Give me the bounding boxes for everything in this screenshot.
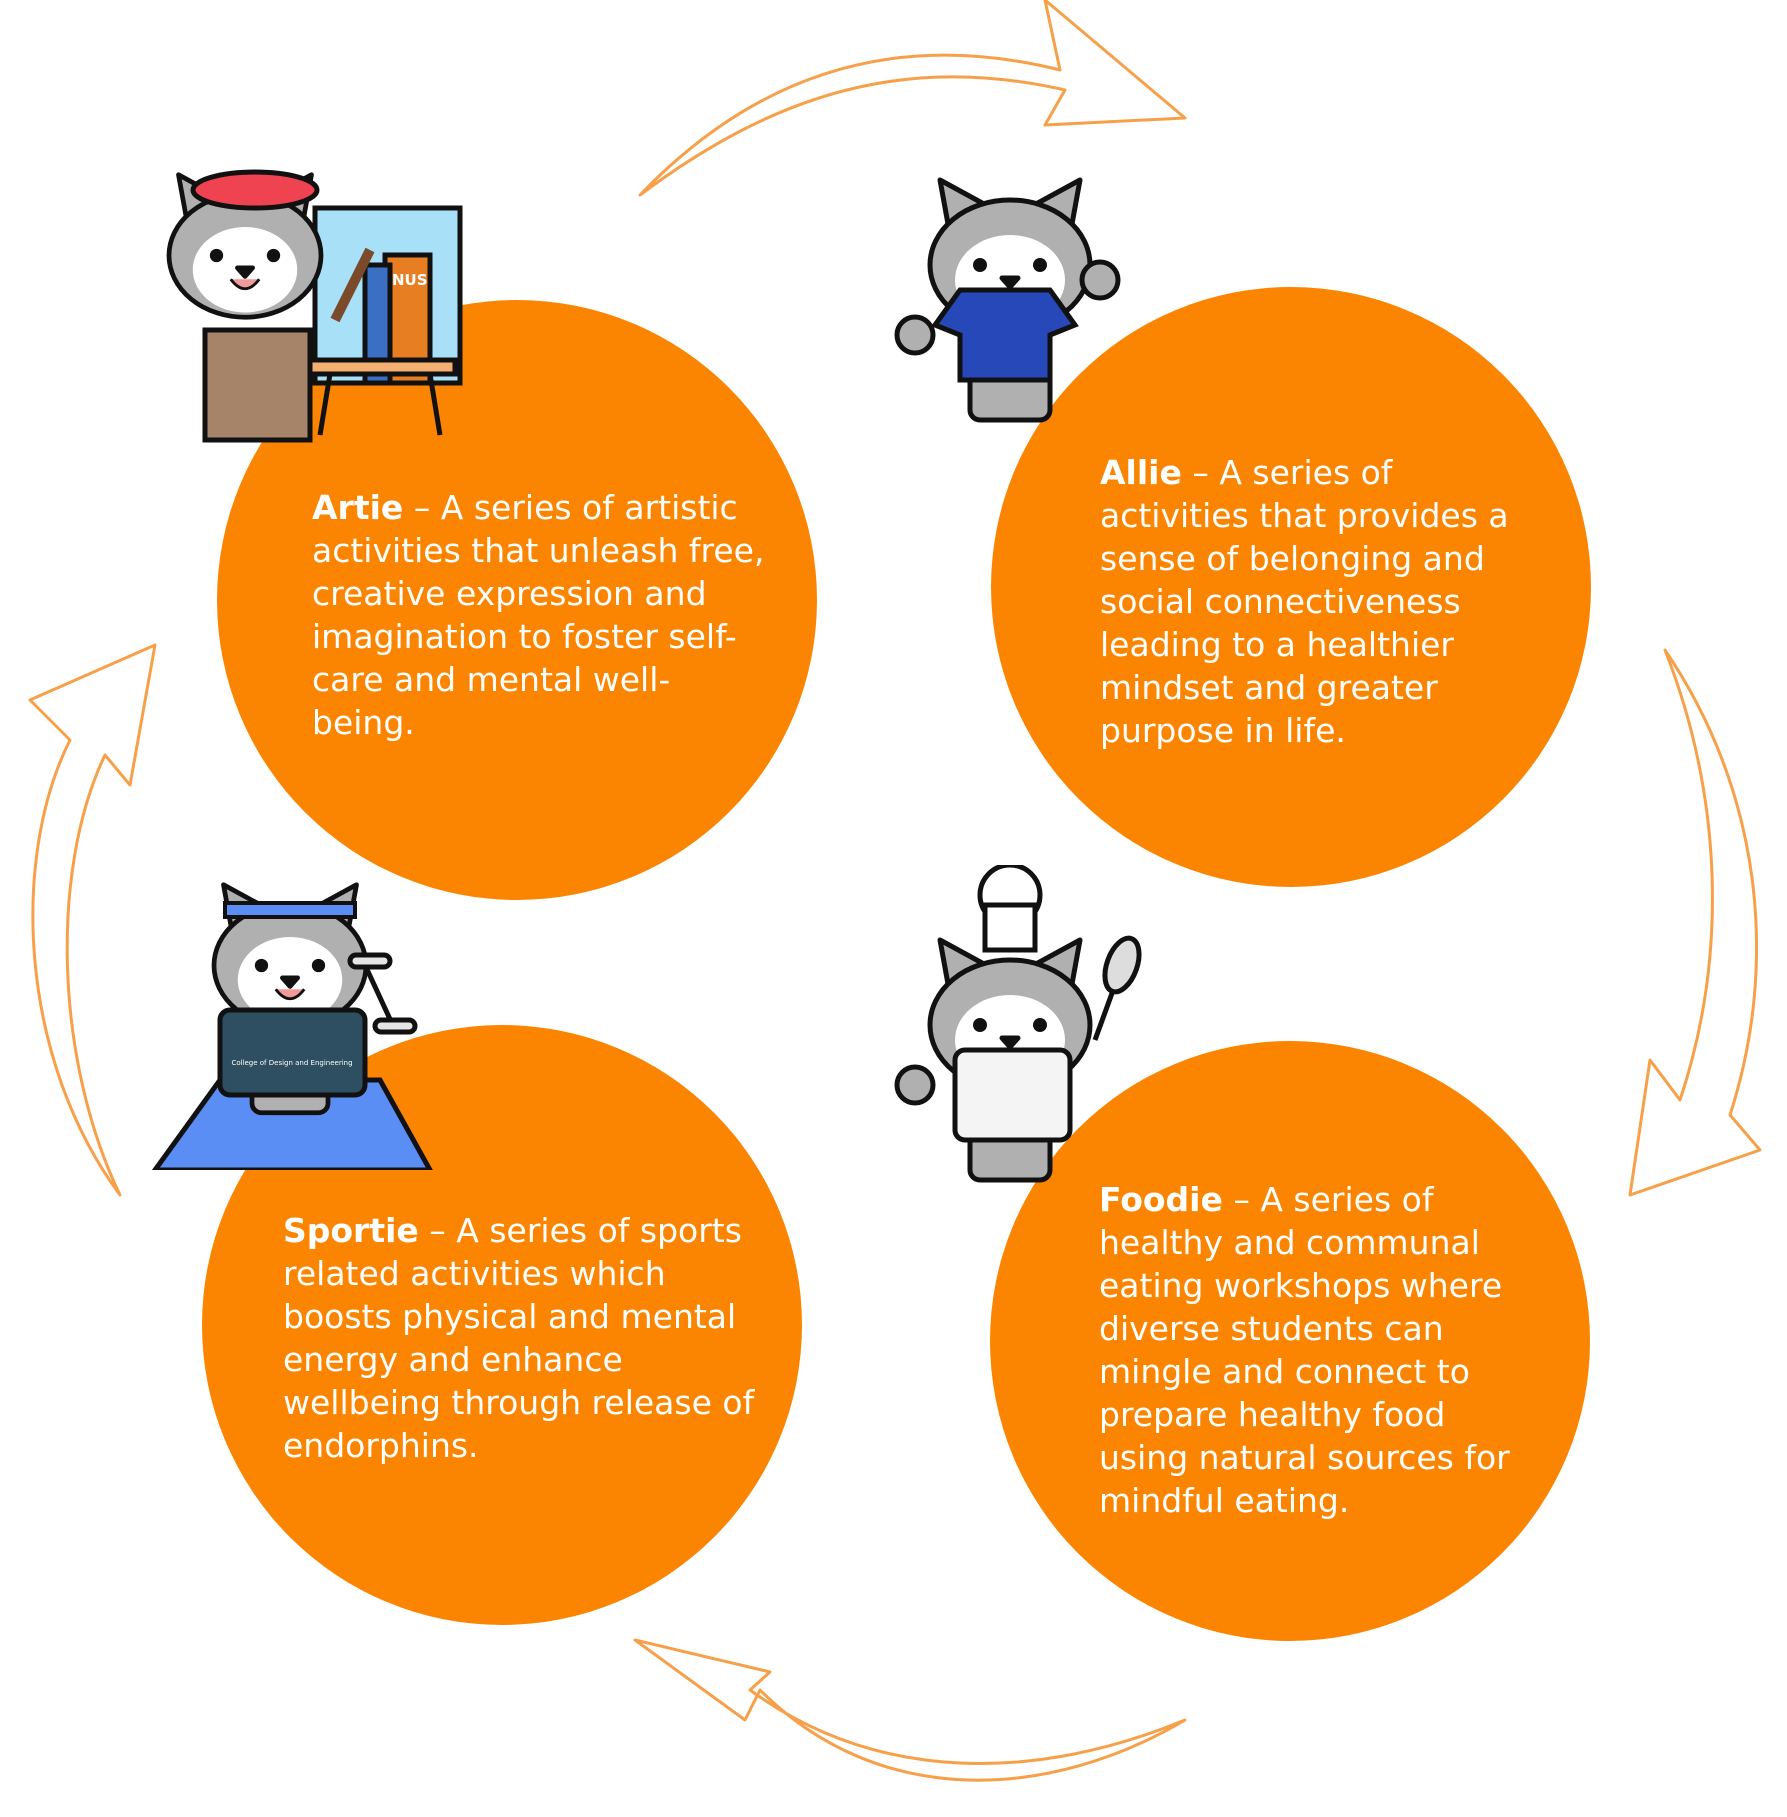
allie-description: Allie – A series of activities that prov…	[1100, 451, 1540, 752]
foodie-text: – A series of healthy and communal eatin…	[1099, 1180, 1510, 1520]
headband-icon	[223, 901, 357, 919]
foodie-circle	[990, 1041, 1590, 1641]
foodie-title: Foodie	[1099, 1180, 1223, 1219]
allie-character	[894, 175, 1121, 435]
artie-title: Artie	[312, 488, 404, 527]
allie-text: – A series of activities that provides a…	[1100, 453, 1509, 750]
sportie-description: Sportie – A series of sports related act…	[283, 1209, 763, 1467]
sportie-text: – A series of sports related activities …	[283, 1211, 755, 1465]
tshirt	[217, 1007, 368, 1098]
artie-description: Artie – A series of artistic activities …	[312, 486, 772, 744]
foodie-character	[894, 865, 1142, 1185]
chef-hat-icon	[977, 865, 1043, 953]
arrow-top	[638, 0, 1187, 197]
artie-circle	[217, 300, 817, 900]
foodie-description: Foodie – A series of healthy and communa…	[1099, 1178, 1529, 1522]
beret-icon	[190, 169, 320, 211]
sportie-title: Sportie	[283, 1211, 419, 1250]
paintbrush-icon	[330, 247, 375, 323]
arrow-right	[1628, 648, 1762, 1197]
dumbbell-icon	[347, 952, 418, 1035]
allie-title: Allie	[1100, 453, 1182, 492]
blue-shirt	[931, 287, 1079, 383]
shirt-label: College of Design and Engineering	[231, 1059, 352, 1067]
artie-text: – A series of artistic activities that u…	[312, 488, 765, 742]
arrow-bottom	[633, 1638, 1187, 1782]
easel-label: NUS	[392, 271, 428, 289]
artie-character: NUS	[130, 169, 463, 443]
apron-icon	[202, 327, 313, 443]
allie-circle	[991, 287, 1591, 887]
arrow-left	[28, 643, 157, 1197]
whisk-icon	[1092, 935, 1142, 1041]
chef-jacket	[952, 1047, 1073, 1143]
easel-icon: NUS	[302, 205, 463, 436]
sportie-character: College of Design and Engineering	[151, 880, 433, 1170]
